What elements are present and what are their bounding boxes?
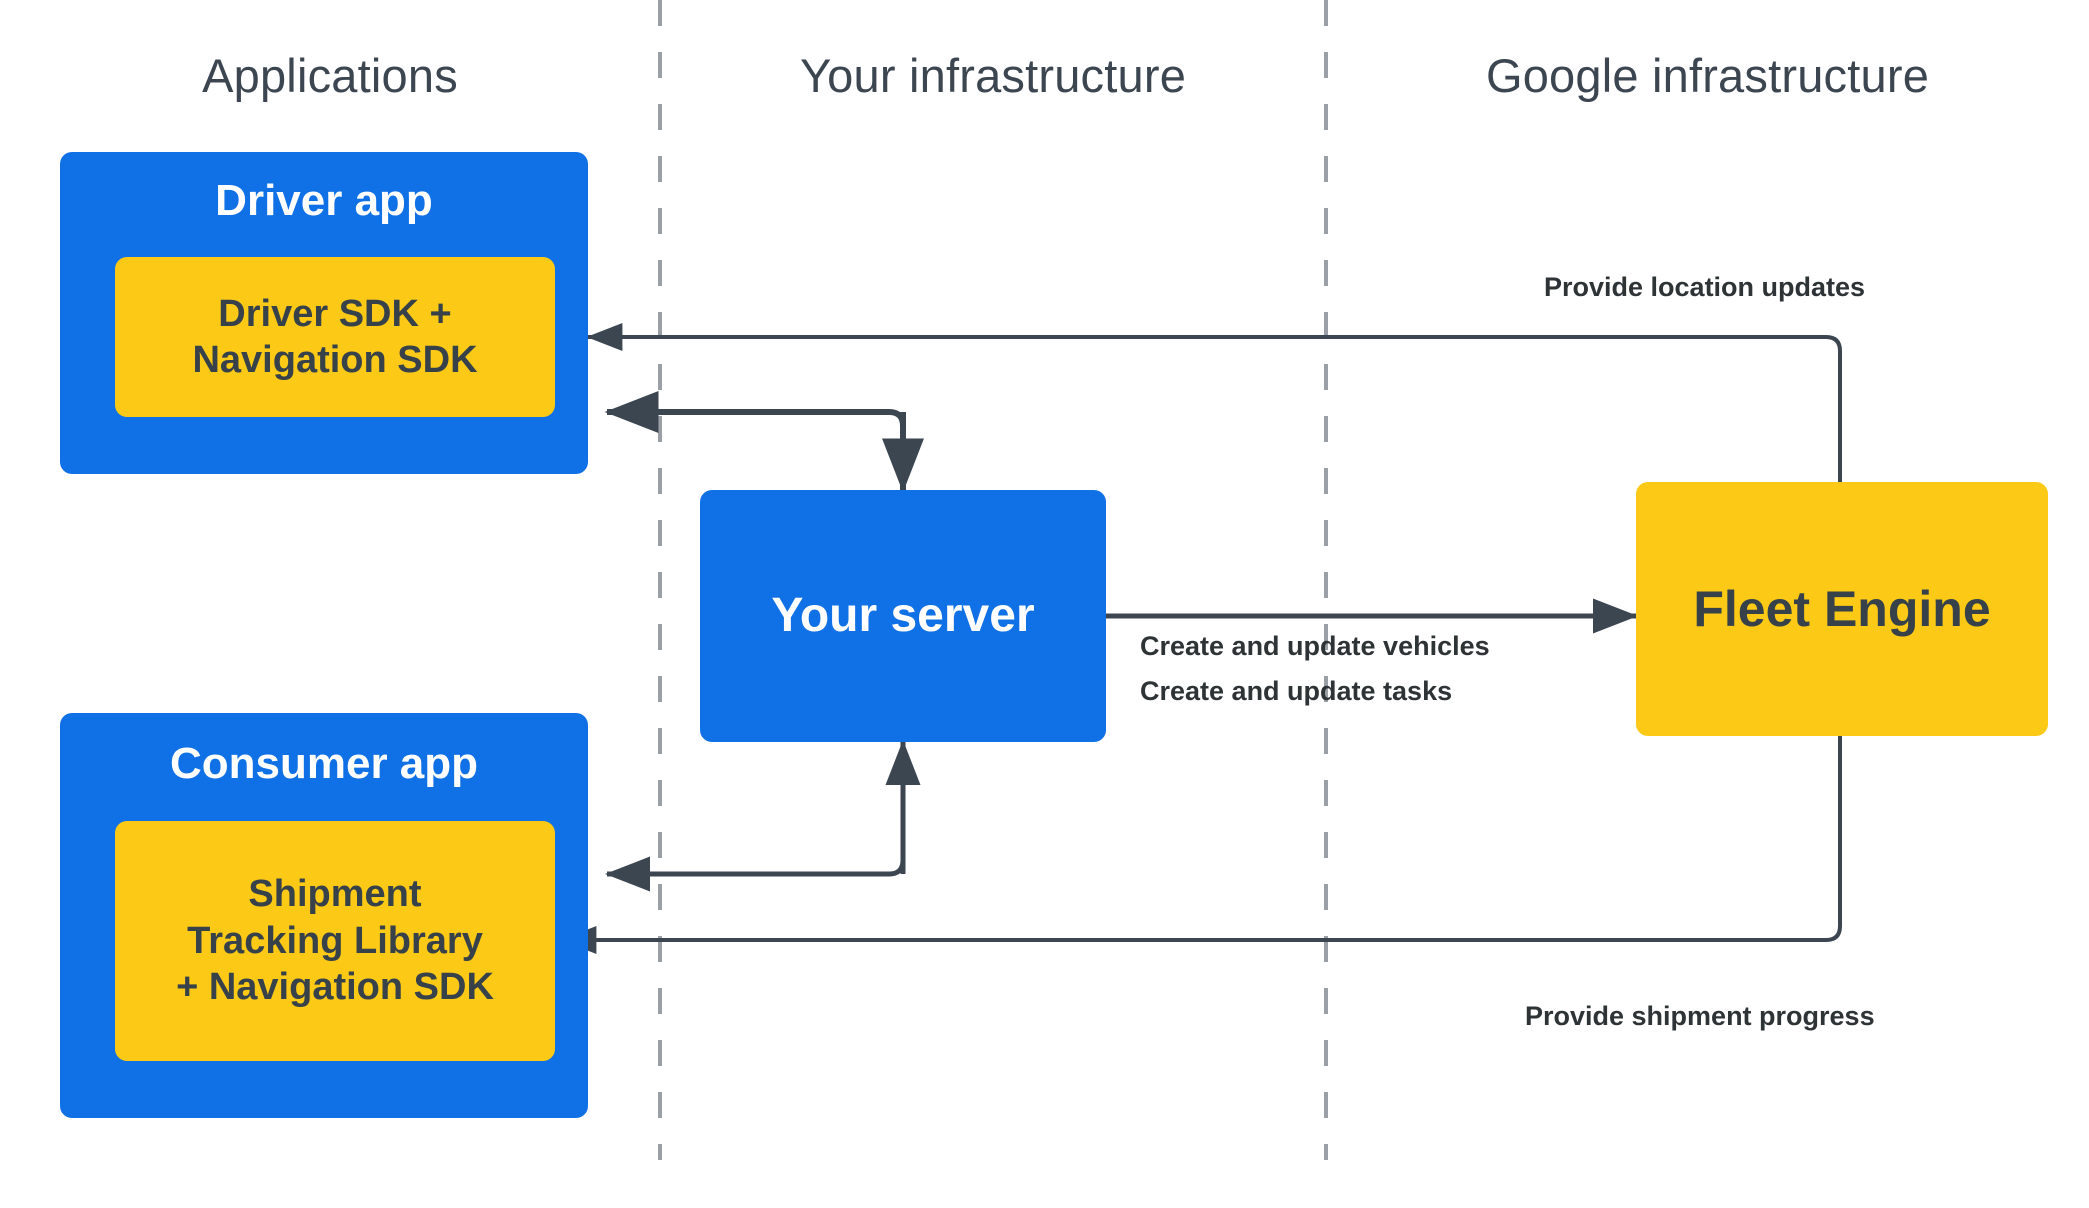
driver-sdk-label: Driver SDK + Navigation SDK (192, 291, 477, 384)
driver-app-title: Driver app (215, 176, 433, 225)
edge-label-create-and-update-vehicles: Create and update vehicles (1140, 631, 1490, 661)
column-header-google-infrastructure: Google infrastructure (1485, 49, 1930, 102)
consumer-sdk-line-2: Tracking Library (187, 919, 483, 962)
driver-sdk-line-1: Driver SDK + (218, 292, 452, 335)
column-header-your-infrastructure: Your infrastructure (799, 49, 1187, 102)
consumer-sdk-label: Shipment Tracking Library + Navigation S… (176, 871, 494, 1010)
edge-label-provide-shipment-progress: Provide shipment progress (1525, 1001, 1875, 1031)
node-fleet-engine[interactable]: Fleet Engine (1636, 482, 2048, 736)
consumer-sdk-line-3: + Navigation SDK (176, 966, 494, 1009)
node-consumer-app[interactable]: Consumer app Shipment Tracking Library +… (60, 713, 588, 1118)
edge-label-create-and-update-tasks: Create and update tasks (1140, 676, 1453, 706)
edge-label-provide-location-updates: Provide location updates (1544, 272, 1866, 302)
edge-provide-location-updates (586, 323, 1842, 482)
driver-sdk-line-2: Navigation SDK (192, 339, 478, 381)
node-driver-sdk[interactable]: Driver SDK + Navigation SDK (115, 257, 555, 417)
edge-server-to-consumer-app (605, 742, 906, 892)
column-header-applications: Applications (202, 49, 458, 102)
edge-provide-shipment-progress (560, 736, 1842, 954)
node-your-server[interactable]: Your server (700, 490, 1106, 742)
node-consumer-sdk[interactable]: Shipment Tracking Library + Navigation S… (115, 821, 555, 1061)
node-driver-app[interactable]: Driver app Driver SDK + Navigation SDK (60, 152, 588, 474)
consumer-app-title: Consumer app (169, 739, 479, 788)
edge-server-to-driver-app (604, 391, 906, 490)
consumer-sdk-line-1: Shipment (248, 873, 422, 916)
your-server-title: Your server (771, 588, 1035, 642)
fleet-engine-title: Fleet Engine (1693, 581, 1991, 637)
